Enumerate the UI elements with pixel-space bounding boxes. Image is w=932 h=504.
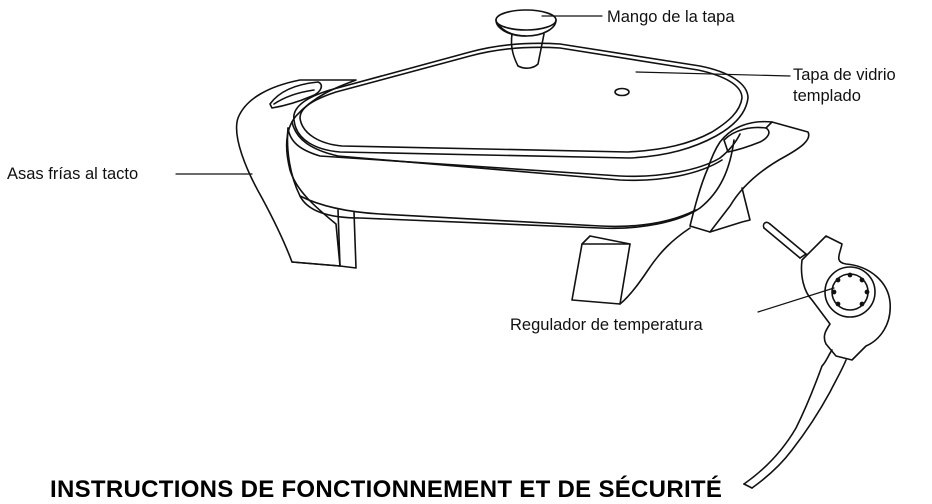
glass-lid — [294, 43, 748, 158]
lid-knob — [496, 10, 556, 68]
leader-temperature-regulator — [758, 288, 834, 312]
label-lid-handle: Mango de la tapa — [607, 8, 735, 26]
leader-lines — [176, 16, 834, 312]
section-heading: INSTRUCTIONS DE FONCTIONNEMENT ET DE SÉC… — [50, 476, 723, 503]
right-handle — [690, 122, 809, 232]
label-temperature-regulator: Regulador de temperatura — [510, 316, 703, 334]
leader-glass-lid — [636, 72, 790, 76]
front-right-leg — [572, 228, 690, 304]
label-glass-lid: Tapa de vidrio templado — [793, 66, 896, 105]
skillet-illustration — [0, 0, 932, 490]
left-handle — [237, 80, 356, 266]
label-cool-touch-handles: Asas frías al tacto — [7, 165, 139, 183]
back-left-leg — [292, 210, 356, 268]
temperature-regulator — [763, 222, 890, 360]
skillet-body — [288, 122, 741, 228]
power-cord — [744, 350, 846, 488]
